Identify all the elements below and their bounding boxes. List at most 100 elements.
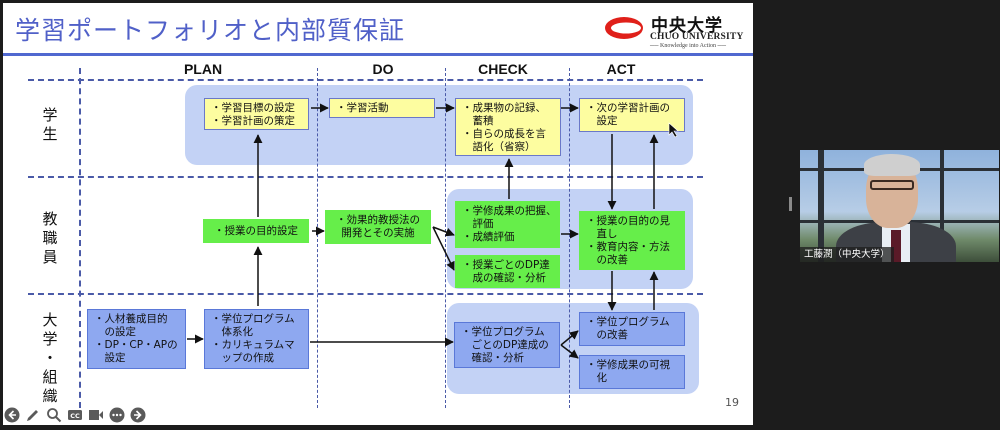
pen-button[interactable] [24, 407, 41, 424]
svg-text:CC: CC [70, 412, 80, 420]
box-org-act-2: ・学修成果の可視 化 [579, 355, 685, 389]
ellipsis-circle-icon [109, 407, 124, 423]
box-text-line: ・学位プログラム [211, 313, 295, 325]
more-options-button[interactable] [108, 407, 125, 424]
box-text-line: ・カリキュラムマ [211, 339, 295, 351]
grid-line [28, 79, 703, 81]
box-text-line: ・人材養成目的 [94, 313, 168, 325]
box-org-plan-2: ・学位プログラム 体系化・カリキュラムマ ップの作成 [204, 309, 309, 369]
box-student-act: ・次の学習計画の 設定 [579, 98, 685, 132]
box-student-do: ・学習活動 [329, 98, 435, 118]
logo-tagline: ── Knowledge into Action ── [650, 43, 726, 49]
grid-line [28, 293, 703, 295]
grid-line [569, 68, 570, 408]
box-text-line: 蓄積 [462, 115, 494, 127]
box-text-line: ・学習計画の策定 [211, 115, 295, 127]
box-text-line: ごとのDP達成の [461, 339, 549, 351]
row-label-char: 教 [42, 210, 58, 228]
box-text-line: ・成績評価 [462, 231, 515, 243]
box-text-line: ・教育内容・方法 [586, 241, 670, 253]
speaker-name-label: 工藤潤（中央大学） [800, 247, 894, 262]
camera-button[interactable] [87, 407, 104, 424]
previous-slide-button[interactable] [3, 407, 20, 424]
phase-do: DO [372, 61, 394, 77]
captions-button[interactable]: CC [66, 407, 83, 424]
box-text-line: 設定 [586, 115, 618, 127]
video-camera-icon [88, 410, 103, 420]
box-staff-act: ・授業の目的の見 直し・教育内容・方法 の改善 [579, 211, 685, 270]
row-label-char: 組 [42, 368, 58, 386]
box-text-line: ・授業の目的の見 [586, 215, 670, 227]
box-text-line: ・DP・CP・APの [94, 339, 178, 351]
slide-title: 学習ポートフォリオと内部質保証 [15, 16, 406, 45]
box-org-plan-1: ・人材養成目的 の設定・DP・CP・APの 設定 [87, 309, 186, 369]
box-text-line: 化 [586, 372, 607, 384]
grid-line [317, 68, 318, 408]
box-text-line: の改善 [586, 329, 628, 341]
row-label-char: 学 [42, 330, 58, 348]
row-label-char: 生 [42, 125, 58, 143]
box-staff-plan: ・授業の目的設定 [203, 219, 309, 243]
cc-icon: CC [67, 410, 82, 420]
logo-english: CHUO UNIVERSITY [650, 32, 744, 42]
grid-line [445, 68, 446, 408]
speaker-tie [891, 230, 901, 262]
title-underline [3, 53, 753, 56]
box-text-line: ・授業の目的設定 [214, 225, 298, 237]
box-text-line: ・学位プログラム [586, 316, 670, 328]
row-label-student: 学生 [35, 106, 65, 144]
box-student-check: ・成果物の記録、 蓄積・自らの成長を言 語化（省察） [455, 98, 561, 156]
row-label-char: 織 [42, 387, 58, 405]
arrow-left-circle-icon [4, 407, 19, 423]
box-text-line: ・成果物の記録、 [462, 102, 546, 114]
panel-resize-handle[interactable] [789, 197, 792, 211]
window-frame [818, 150, 824, 262]
grid-line [28, 176, 703, 178]
presentation-toolbar: CC [3, 406, 146, 424]
row-label-char: ・ [42, 349, 58, 367]
row-label-organization: 大学・組織 [35, 311, 65, 406]
box-text-line: 評価 [462, 218, 494, 230]
box-text-line: の改善 [586, 254, 628, 266]
magnifier-icon [46, 408, 61, 423]
box-text-line: ・学習活動 [336, 102, 389, 114]
box-staff-check-1: ・学修成果の把握、 評価・成績評価 [455, 201, 560, 248]
row-label-char: 学 [42, 106, 58, 124]
box-text-line: ・学修成果の把握、 [462, 205, 557, 217]
next-slide-button[interactable] [129, 407, 146, 424]
row-label-char: 員 [42, 248, 58, 266]
box-staff-check-2: ・授業ごとのDP達 成の確認・分析 [455, 255, 560, 288]
phase-check: CHECK [478, 61, 528, 77]
box-text-line: ・学修成果の可視 [586, 359, 670, 371]
box-text-line: 成の確認・分析 [462, 272, 546, 284]
speaker-hair [864, 154, 920, 176]
box-text-line: 開発とその実施 [341, 227, 415, 239]
box-text-line: 体系化 [211, 326, 253, 338]
box-text-line: ・学習目標の設定 [211, 102, 295, 114]
box-text-line: の設定 [94, 326, 136, 338]
row-label-staff: 教職員 [35, 210, 65, 267]
box-text-line: ・学位プログラム [461, 326, 545, 338]
speaker-glasses [870, 180, 914, 190]
window-frame [940, 150, 944, 262]
presentation-slide: 学習ポートフォリオと内部質保証 中央大学 CHUO UNIVERSITY ── … [3, 3, 753, 425]
arrow-right-circle-icon [130, 407, 145, 423]
row-label-text: 学生 [35, 106, 65, 144]
box-org-check: ・学位プログラム ごとのDP達成の 確認・分析 [454, 322, 560, 368]
zoom-button[interactable] [45, 407, 62, 424]
logo-japanese: 中央大学 [651, 16, 723, 36]
university-logo: 中央大学 CHUO UNIVERSITY ── Knowledge into A… [603, 11, 753, 51]
box-text-line: 語化（省察） [462, 141, 536, 153]
row-label-text: 教職員 [35, 210, 65, 267]
box-text-line: 直し [586, 228, 618, 240]
box-text-line: ・自らの成長を言 [462, 128, 546, 140]
box-text-line: ・効果的教授法の [336, 214, 420, 226]
row-label-text: 大学・組織 [35, 311, 65, 406]
row-label-char: 大 [42, 311, 58, 329]
box-student-plan: ・学習目標の設定・学習計画の策定 [204, 98, 309, 130]
box-text-line: 確認・分析 [461, 352, 524, 364]
row-label-char: 職 [42, 229, 58, 247]
pencil-icon [26, 410, 38, 421]
box-org-act-1: ・学位プログラム の改善 [579, 312, 685, 346]
